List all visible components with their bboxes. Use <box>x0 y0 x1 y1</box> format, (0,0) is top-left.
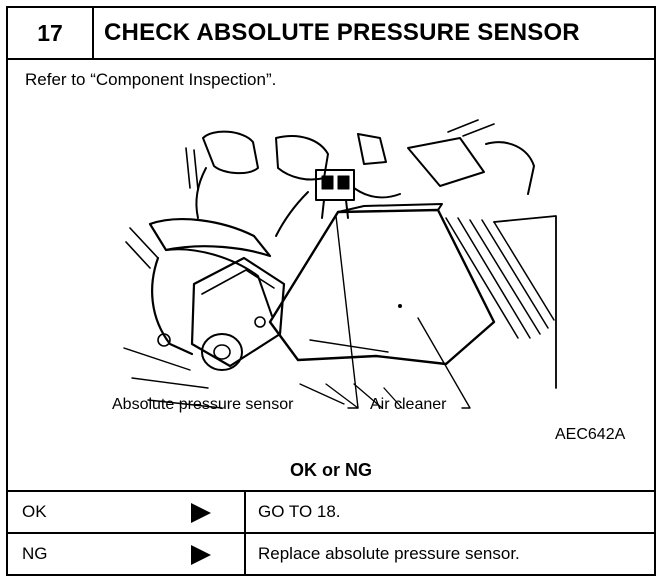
instruction-text: Refer to “Component Inspection”. <box>25 70 277 89</box>
arrow-right-icon <box>191 503 211 523</box>
result-row-ng: NG Replace absolute pressure sensor. <box>8 534 654 576</box>
step-title: CHECK ABSOLUTE PRESSURE SENSOR <box>104 19 580 46</box>
callout-absolute-pressure-sensor: Absolute pressure sensor <box>112 396 294 413</box>
result-code: OK <box>22 502 47 521</box>
engine-bay-illustration <box>123 119 557 409</box>
result-condition-cell: NG <box>8 534 246 576</box>
inspection-step-sheet: 17 CHECK ABSOLUTE PRESSURE SENSOR Refer … <box>6 6 656 576</box>
figure-reference-code: AEC642A <box>555 426 626 443</box>
callout-air-cleaner: Air cleaner <box>370 396 447 413</box>
step-number: 17 <box>8 8 94 58</box>
result-header: OK or NG <box>289 460 372 480</box>
step-header: 17 CHECK ABSOLUTE PRESSURE SENSOR <box>8 8 654 60</box>
result-row-ok: OK GO TO 18. <box>8 492 654 534</box>
result-condition-cell: OK <box>8 492 246 532</box>
result-action: Replace absolute pressure sensor. <box>258 544 520 563</box>
result-action: GO TO 18. <box>258 502 341 521</box>
result-code: NG <box>22 544 48 563</box>
arrow-right-icon <box>191 545 211 565</box>
result-table: OK GO TO 18. NG Replace absolute pressur… <box>8 490 654 576</box>
